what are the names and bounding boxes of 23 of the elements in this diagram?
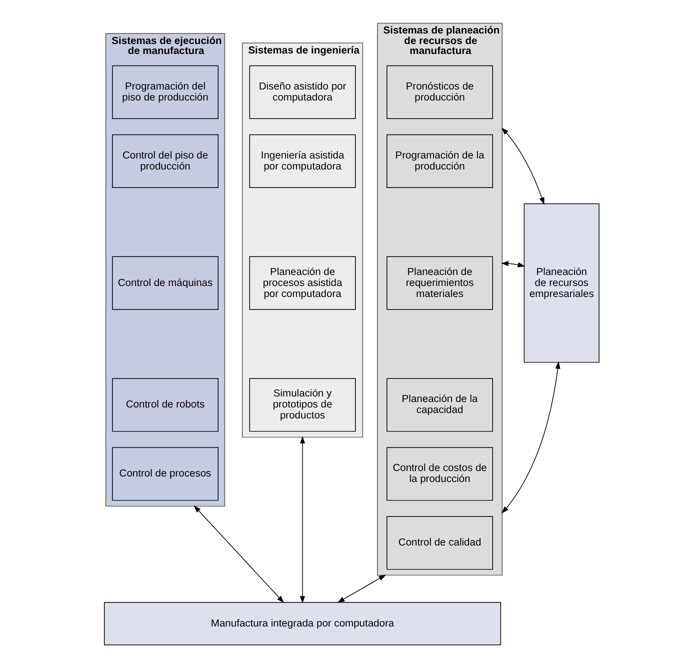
node-box: Control de procesos	[112, 447, 218, 501]
node-box: Planeación de recursos empresariales	[523, 203, 599, 363]
node-box: Ingeniería asistida por computadora	[248, 134, 356, 188]
node-box: Control de máquinas	[112, 256, 218, 310]
node-box: Simulación y prototipos de productos	[248, 378, 356, 432]
node-box: Control del piso de producción	[112, 134, 218, 188]
arrow	[299, 436, 305, 604]
node-box: Planeación de procesos asistida por computadora	[248, 256, 356, 310]
arrow	[500, 361, 560, 514]
node-box: Programación del piso de producción	[112, 65, 218, 119]
node-box: Manufactura integrada por computadora	[103, 602, 501, 646]
node-box: Pronósticos de producción	[386, 65, 492, 119]
node-box: Diseño asistido por computadora	[248, 65, 356, 119]
node-box: Planeación de requerimientos materiales	[386, 256, 492, 310]
node-box: Control de robots	[112, 378, 218, 432]
node-box: Control de calidad	[386, 516, 492, 570]
node-box: Planeación de la capacidad	[386, 378, 492, 432]
arrow	[500, 128, 544, 205]
node-box: Programación de la producción	[386, 134, 492, 188]
arrow	[500, 260, 525, 268]
arrow	[336, 574, 386, 603]
node-box: Control de costos de la producción	[386, 447, 492, 501]
arrow	[193, 505, 284, 603]
